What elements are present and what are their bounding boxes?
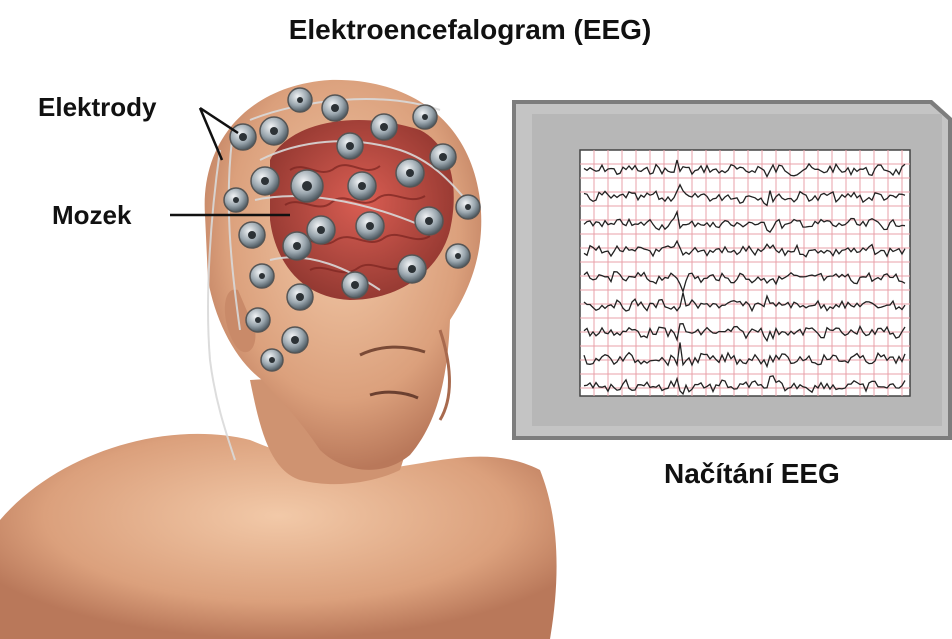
- torso-shape: [0, 434, 557, 639]
- eeg-monitor: [512, 100, 952, 440]
- eeg-monitor-graphic: [512, 100, 952, 440]
